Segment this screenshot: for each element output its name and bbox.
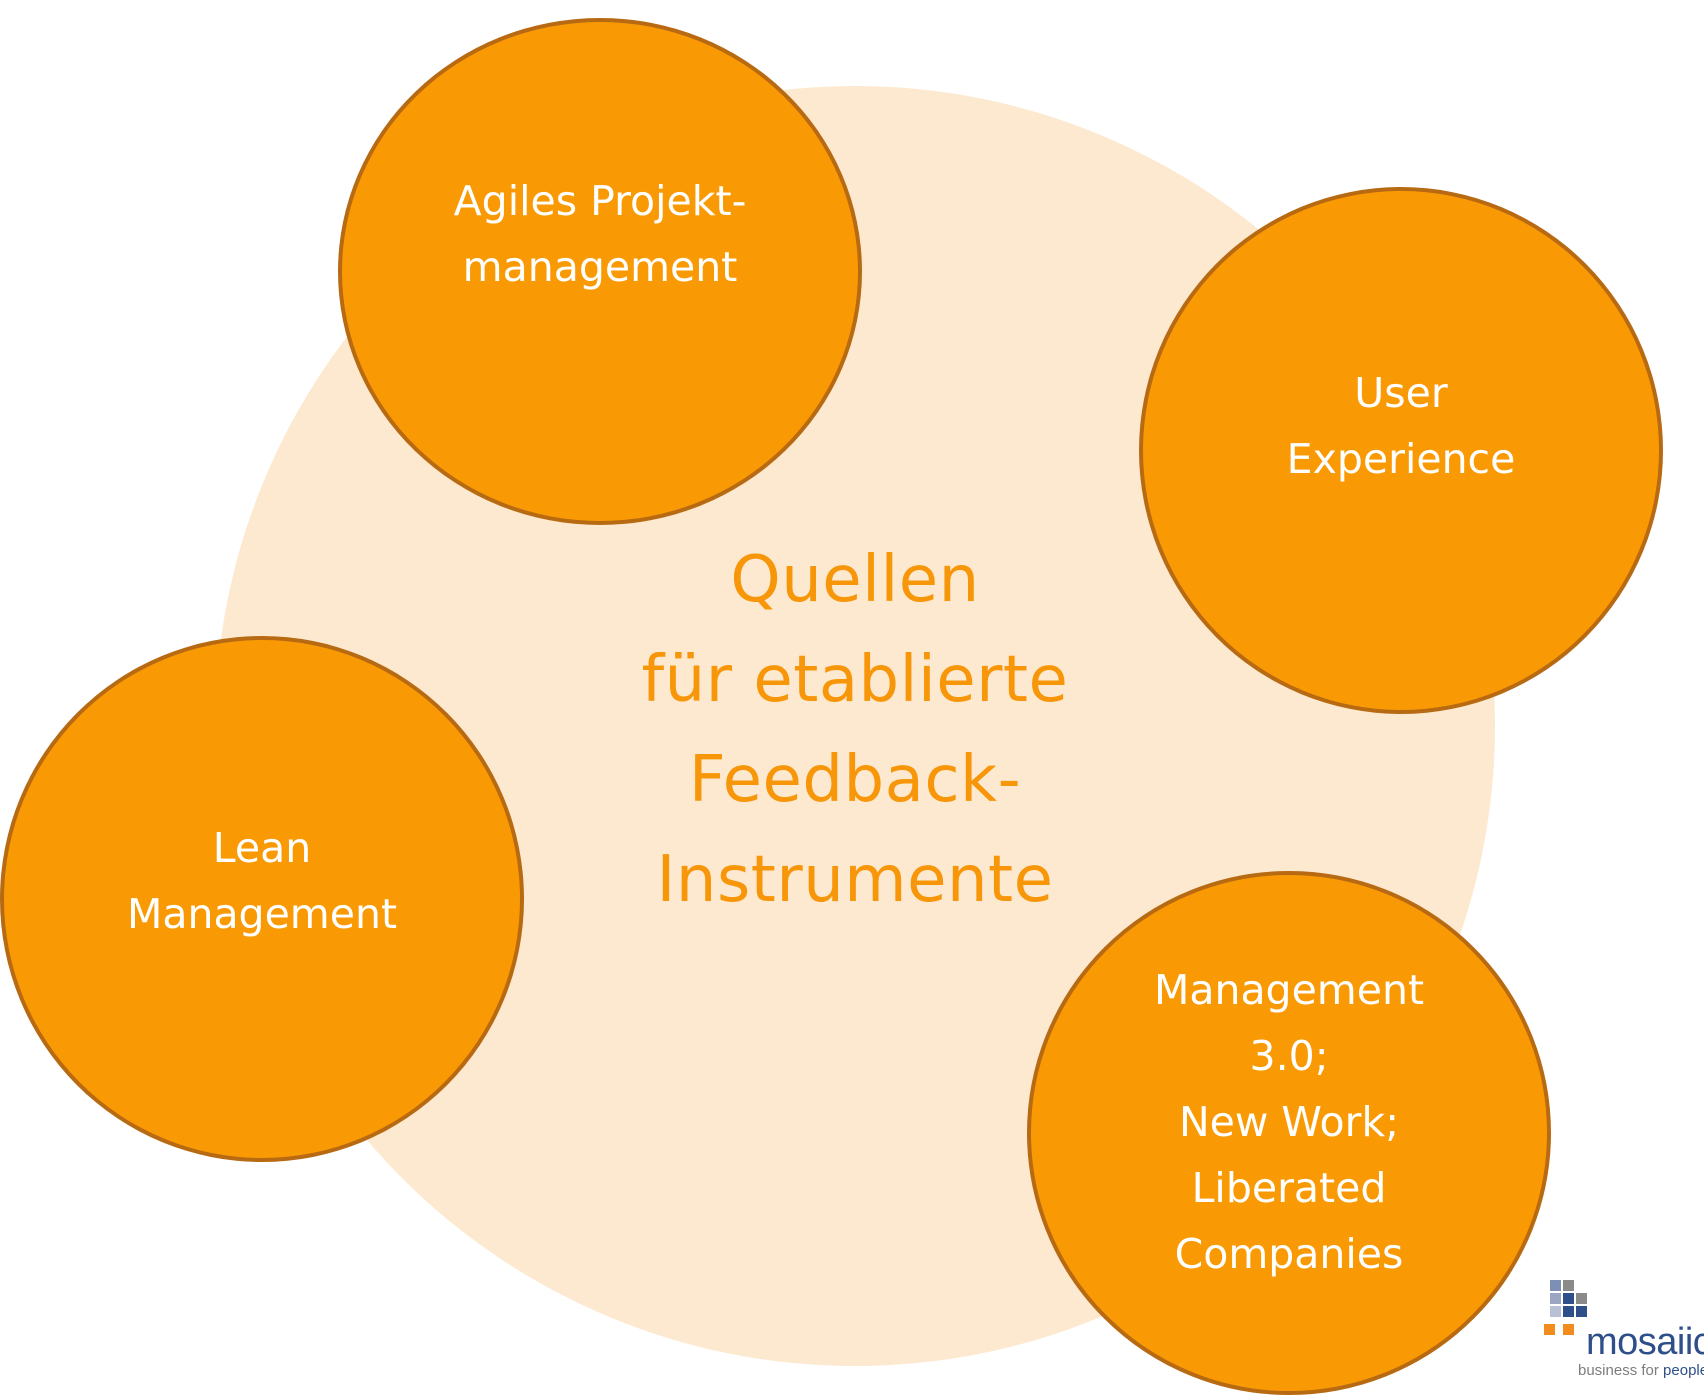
- node-label-line: management: [462, 242, 738, 291]
- node-label-line: User: [1354, 368, 1448, 417]
- node-label-line: New Work;: [1178, 1098, 1400, 1146]
- node-label-line: Management: [1153, 966, 1425, 1014]
- node-management-3-0: Management 3.0; New Work; Liberated Comp…: [1027, 871, 1551, 1395]
- center-title-line: Feedback-: [688, 743, 1022, 817]
- logo-wordmark: mosaiic: [1586, 1321, 1704, 1363]
- node-label-line: Lean: [212, 824, 312, 872]
- logo-mosaic-grid-icon: [1544, 1280, 1604, 1340]
- node-label: Lean Management: [127, 815, 397, 947]
- node-label-line: Companies: [1174, 1230, 1404, 1278]
- logo-tagline: business for people: [1578, 1362, 1704, 1380]
- center-title-line: für etablierte: [641, 643, 1069, 717]
- node-label-line: Experience: [1286, 434, 1516, 483]
- center-title-line: Quellen: [730, 543, 980, 617]
- center-title-line: Instrumente: [656, 843, 1054, 917]
- logo-tagline-plain: business for: [1578, 1362, 1659, 1379]
- center-title: Quellen für etablierte Feedback- Instrum…: [555, 530, 1155, 930]
- node-lean-management: Lean Management: [0, 636, 524, 1162]
- node-label: Management 3.0; New Work; Liberated Comp…: [1154, 957, 1424, 1287]
- logo-tagline-accent: people: [1663, 1362, 1704, 1379]
- node-agile-project-management: Agiles Projekt- management: [338, 18, 862, 525]
- node-label: Agiles Projekt- management: [454, 168, 747, 300]
- mosaiic-logo: mosaiic business for people: [1544, 1280, 1704, 1395]
- node-label-line: 3.0;: [1249, 1032, 1329, 1080]
- node-user-experience: User Experience: [1139, 187, 1663, 714]
- node-label-line: Agiles Projekt-: [453, 176, 747, 225]
- node-label-line: Management: [126, 890, 398, 938]
- node-label-line: Liberated: [1191, 1164, 1387, 1212]
- node-label: User Experience: [1287, 360, 1516, 492]
